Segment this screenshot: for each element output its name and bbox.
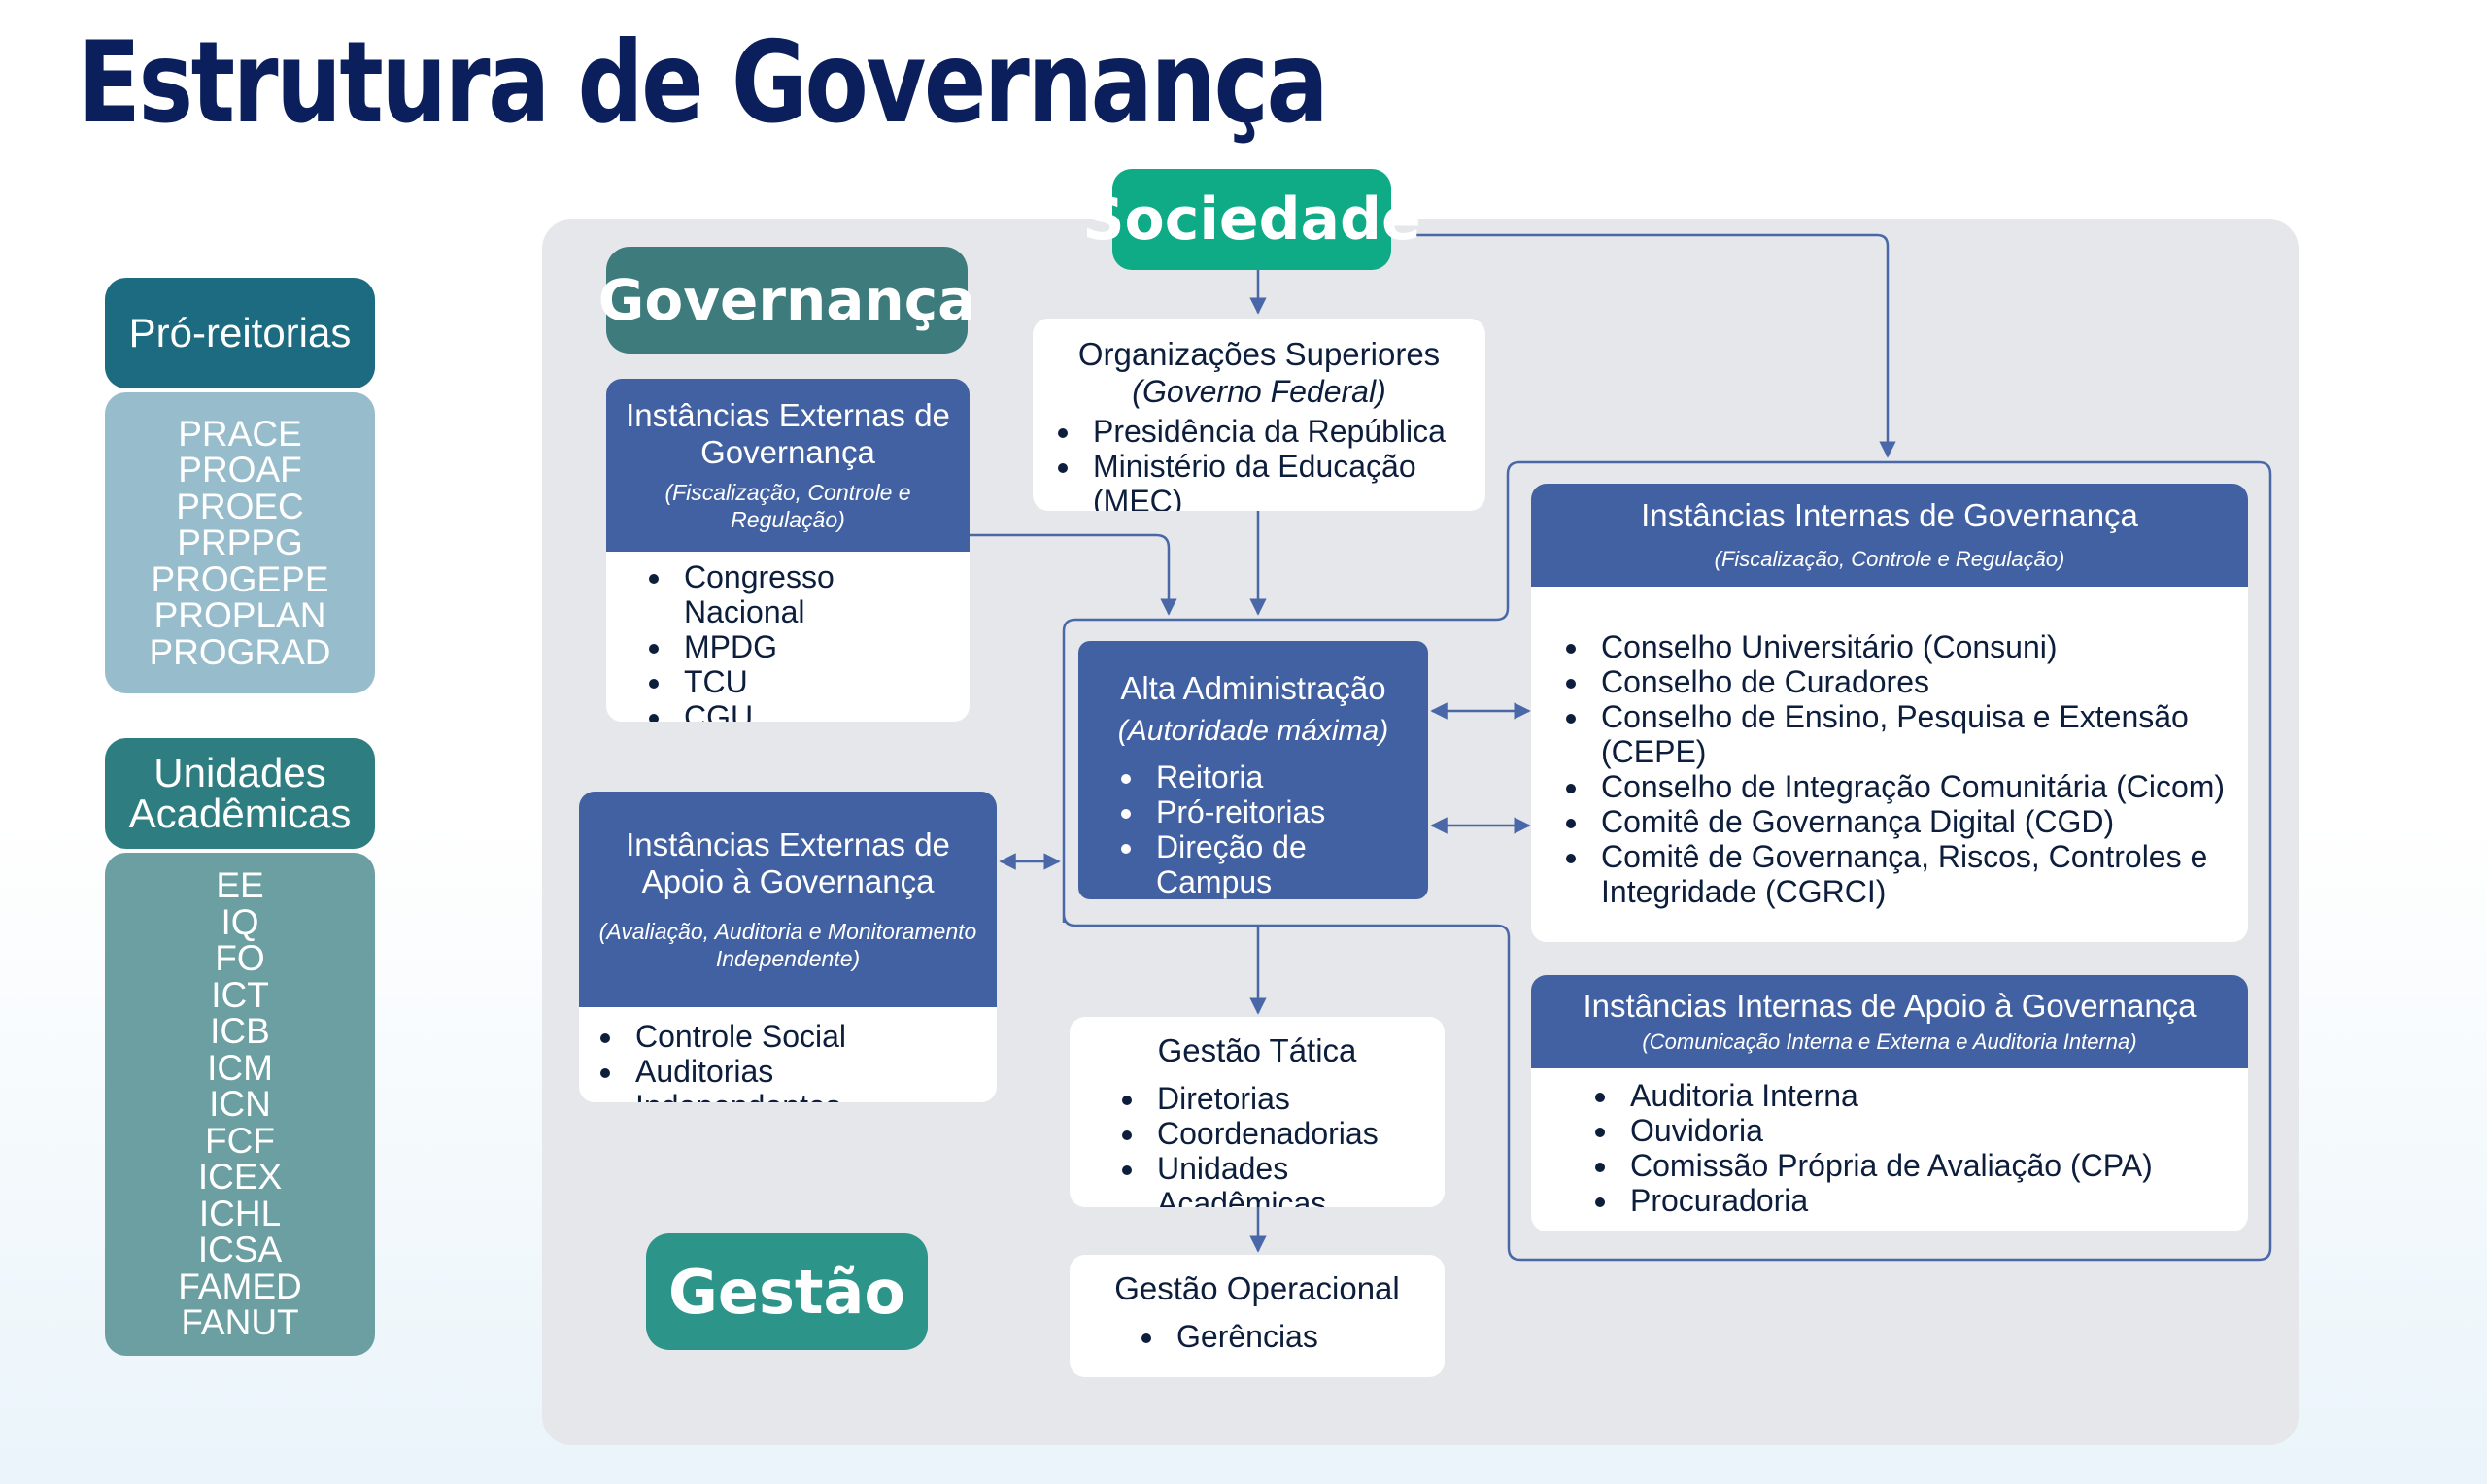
int-governanca-header: Instâncias Internas de Governança (Fisca… [1531, 484, 2248, 587]
ext-apoio-header: Instâncias Externas de Apoio à Governanç… [579, 792, 997, 1007]
list-item: ICT [211, 974, 269, 1015]
list-item: ICHL [198, 1193, 282, 1233]
gestao-operacional-card: Gestão Operacional Gerências [1070, 1255, 1445, 1377]
gestao-tatica-title: Gestão Tática [1157, 1032, 1357, 1068]
governanca-label: Governança [598, 247, 975, 354]
list-item: PROGEPE [151, 558, 329, 599]
ext-governanca-title: Instâncias Externas de Governança [626, 397, 950, 470]
int-governanca-card: Instâncias Internas de Governança (Fisca… [1531, 484, 2248, 942]
ext-governanca-subtitle: (Fiscalização, Controle e Regulação) [664, 480, 911, 532]
list-item: Auditorias Independentes [626, 1054, 983, 1102]
unidades-label-line2: Acadêmicas [128, 791, 352, 836]
list-item: Auditoria Interna [1620, 1078, 2229, 1113]
list-item: EE [216, 865, 264, 906]
list-item: Coordenadorias [1147, 1116, 1445, 1151]
list-item: Conselho de Ensino, Pesquisa e Extensão … [1591, 699, 2229, 769]
list-item: ICSA [197, 1230, 283, 1270]
sociedade-text: Sociedade [1082, 186, 1421, 253]
int-governanca-list: Conselho Universitário (Consuni) Conselh… [1550, 629, 2229, 909]
ext-apoio-body: Controle Social Auditorias Independentes [579, 1007, 997, 1102]
list-item: Diretorias [1147, 1081, 1445, 1116]
list-item: Procuradoria [1620, 1183, 2229, 1218]
list-item: Direção de Campus [1146, 829, 1428, 899]
list-item: ICB [210, 1011, 270, 1052]
alta-subtitle: (Autoridade máxima) [1117, 715, 1389, 747]
list-item: Comitê de Governança Digital (CGD) [1591, 804, 2229, 839]
unidades-header: Unidades Acadêmicas [105, 738, 375, 849]
list-item: Gerências [1167, 1319, 1445, 1354]
unidades-list: EE IQ FO ICT ICB ICM ICN FCF ICEX ICHL I… [105, 853, 375, 1356]
list-item: IQ [221, 901, 259, 942]
ext-apoio-card: Instâncias Externas de Apoio à Governanç… [579, 792, 997, 1102]
list-item: TCU [674, 664, 940, 699]
page-title: Estrutura de Governança [78, 17, 1329, 149]
list-item: Comitê de Governança, Riscos, Controles … [1591, 839, 2229, 909]
gestao-label: Gestão [646, 1233, 928, 1350]
ext-governanca-list: Congresso Nacional MPDG TCU CGU [635, 559, 940, 722]
list-item: Ouvidoria [1620, 1113, 2229, 1148]
gestao-tatica-card: Gestão Tática Diretorias Coordenadorias … [1070, 1017, 1445, 1207]
list-item: PROGRAD [149, 631, 331, 672]
list-item: FCF [205, 1120, 275, 1161]
pro-reitorias-header: Pró-reitorias [105, 278, 375, 388]
list-item: ICEX [197, 1157, 283, 1197]
int-apoio-card: Instâncias Internas de Apoio à Governanç… [1531, 975, 2248, 1231]
pro-reitorias-label: Pró-reitorias [128, 310, 352, 355]
ext-apoio-list: Controle Social Auditorias Independentes [593, 1019, 983, 1102]
list-item: PROPLAN [153, 595, 326, 636]
alta-administracao-box: Alta Administração (Autoridade máxima) R… [1078, 641, 1428, 899]
list-item: Controle Social [626, 1019, 983, 1054]
alta-title: Alta Administração [1120, 670, 1386, 706]
list-item: PRPPG [177, 523, 303, 563]
list-item: PRACE [178, 413, 302, 454]
list-item: CGU [674, 699, 940, 722]
list-item: Pró-reitorias [1146, 794, 1428, 829]
list-item: FAMED [178, 1265, 302, 1306]
org-superiores-list: Presidência da República Ministério da E… [1033, 414, 1485, 511]
ext-governanca-card: Instâncias Externas de Governança (Fisca… [606, 379, 970, 722]
list-item: PROEC [176, 486, 304, 526]
list-item: PROAF [178, 450, 302, 490]
pro-reitorias-list: PRACE PROAF PROEC PRPPG PROGEPE PROPLAN … [105, 392, 375, 693]
unidades-label-line1: Unidades [153, 750, 326, 795]
governanca-text: Governança [597, 267, 976, 333]
int-governanca-body: Conselho Universitário (Consuni) Conselh… [1531, 587, 2248, 909]
list-item: Ministério da Educação (MEC) [1083, 449, 1485, 511]
list-item: Unidades Acadêmicas [1147, 1151, 1445, 1207]
list-item: ICM [207, 1047, 273, 1088]
int-apoio-subtitle: (Comunicação Interna e Externa e Auditor… [1642, 1029, 2137, 1054]
ext-governanca-header: Instâncias Externas de Governança (Fisca… [606, 379, 970, 552]
gestao-operacional-title: Gestão Operacional [1114, 1270, 1400, 1306]
list-item: Comissão Própria de Avaliação (CPA) [1620, 1148, 2229, 1183]
gestao-text: Gestão [668, 1256, 905, 1328]
int-apoio-body: Auditoria Interna Ouvidoria Comissão Pró… [1531, 1068, 2248, 1218]
list-item: Conselho de Integração Comunitária (Cico… [1591, 769, 2229, 804]
list-item: Reitoria [1146, 759, 1428, 794]
list-item: MPDG [674, 629, 940, 664]
list-item: FANUT [181, 1302, 299, 1343]
list-item: Conselho de Curadores [1591, 664, 2229, 699]
list-item: Conselho Universitário (Consuni) [1591, 629, 2229, 664]
org-superiores-subtitle: (Governo Federal) [1132, 374, 1386, 409]
int-governanca-subtitle: (Fiscalização, Controle e Regulação) [1714, 547, 2065, 571]
list-item: FO [215, 938, 265, 979]
list-item: Presidência da República [1083, 414, 1485, 449]
org-superiores-card: Organizações Superiores (Governo Federal… [1033, 319, 1485, 511]
list-item: Congresso Nacional [674, 559, 940, 629]
gestao-operacional-list: Gerências [1070, 1319, 1445, 1354]
int-apoio-list: Auditoria Interna Ouvidoria Comissão Pró… [1580, 1078, 2229, 1218]
int-apoio-title: Instâncias Internas de Apoio à Governanç… [1583, 988, 2197, 1024]
ext-apoio-subtitle: (Avaliação, Auditoria e Monitoramento In… [598, 919, 977, 971]
alta-list: Reitoria Pró-reitorias Direção de Campus [1078, 759, 1428, 899]
ext-governanca-body: Congresso Nacional MPDG TCU CGU [606, 552, 970, 722]
ext-apoio-title: Instâncias Externas de Apoio à Governanç… [626, 826, 950, 899]
list-item: ICN [209, 1084, 271, 1125]
int-governanca-title: Instâncias Internas de Governança [1641, 497, 2138, 533]
gestao-tatica-list: Diretorias Coordenadorias Unidades Acadê… [1070, 1081, 1445, 1207]
org-superiores-title: Organizações Superiores [1077, 336, 1441, 372]
int-apoio-header: Instâncias Internas de Apoio à Governanç… [1531, 975, 2248, 1068]
sociedade-label: Sociedade [1082, 169, 1421, 270]
